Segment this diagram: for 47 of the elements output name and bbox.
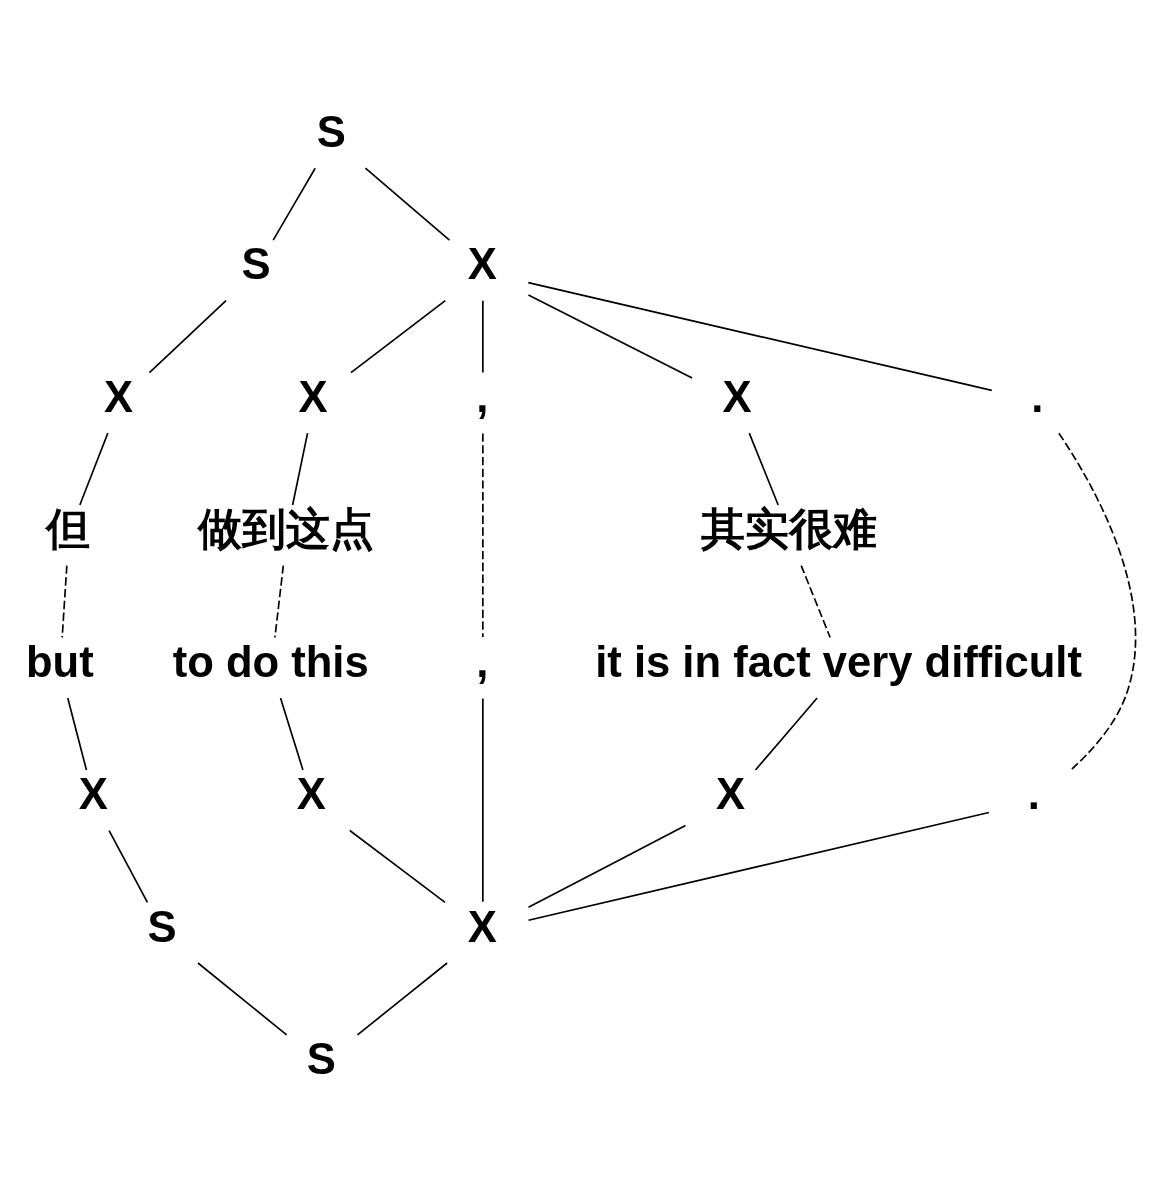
node-text: . [1031,372,1044,421]
node-text: it is in fact very difficult [595,637,1082,686]
connector [482,697,484,903]
connector [1058,432,1137,771]
node-text: . [1027,770,1040,819]
node-text: S [241,240,271,289]
node-text: X [78,770,108,819]
connector [148,299,227,374]
node-text: 做到这点 [197,505,374,554]
connector [61,564,68,639]
node-text: to do this [172,637,369,686]
connector [350,299,447,374]
connector [197,962,288,1036]
node-text: S [316,107,346,156]
node-text: but [25,637,94,686]
node-text: X [296,770,326,819]
connector [274,564,285,639]
node-text: S [306,1035,336,1083]
connector [800,564,831,639]
connector [108,829,149,904]
connector [754,697,818,771]
connector [527,281,993,392]
connector [527,294,693,379]
connector [364,167,451,241]
connector [348,829,446,904]
connector [79,432,109,506]
connector [527,811,990,922]
node-text: X [298,372,328,421]
node-text: X [467,240,497,289]
node-text: , [476,372,489,421]
node-text: 但 [46,505,91,554]
node-text: 其实很难 [700,505,877,554]
connector [279,697,304,771]
connector [272,167,317,241]
node-text: X [722,372,752,421]
connector [291,432,309,506]
connector [527,824,687,909]
connector [356,962,448,1036]
connector [482,299,484,374]
node-text: , [476,637,489,686]
connector [482,432,484,638]
node-text: X [467,902,497,951]
node-text: X [103,372,133,421]
connector [66,697,88,771]
node-text: S [147,902,177,951]
node-text: X [715,770,745,819]
connector [748,432,780,506]
